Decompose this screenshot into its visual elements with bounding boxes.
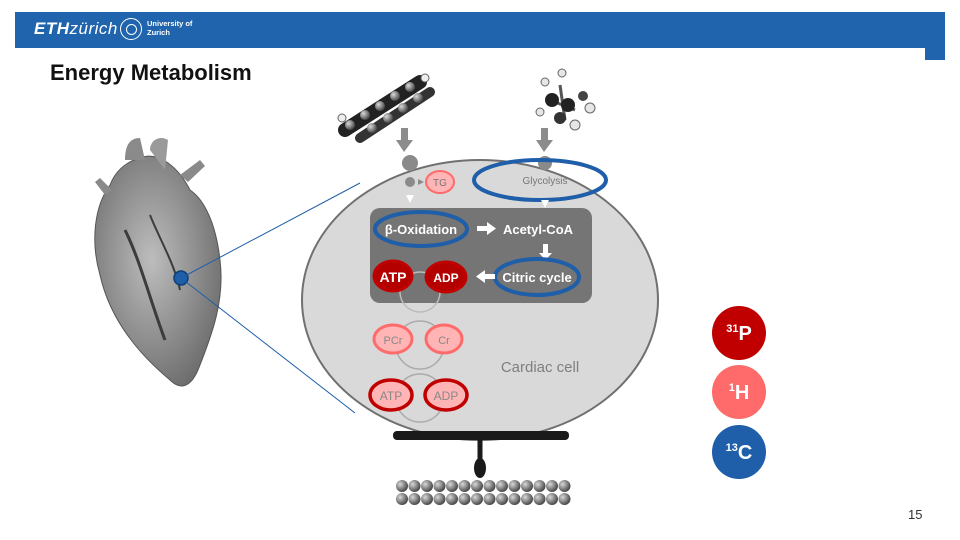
- uptake-arrows: [396, 128, 553, 152]
- myofilament-bead: [508, 493, 521, 505]
- fatty-acid-transporter: [402, 155, 418, 171]
- glycolysis-label: Glycolysis: [522, 176, 567, 187]
- header-notch: [28, 48, 925, 60]
- eth-logo-zurich: zürich: [69, 19, 118, 38]
- cyto-adp-label: ADP: [434, 389, 459, 403]
- arrow-right-icon: [477, 222, 496, 235]
- eth-logo: ETHzürich: [34, 19, 118, 39]
- glycolysis-ring: [472, 158, 608, 202]
- myofilament-bead: [396, 493, 408, 505]
- arrow-down-icon: [406, 195, 414, 203]
- nucleus-circle: [712, 365, 766, 419]
- cardiac-cell-label: Cardiac cell: [501, 359, 579, 376]
- tg-label: TG: [433, 178, 447, 189]
- myofilament-bead: [446, 480, 458, 492]
- myofilament-bead: [446, 493, 458, 505]
- myofilament-bead: [483, 493, 496, 505]
- myofilament-bead: [546, 493, 558, 505]
- fatty-acid-molecule-icon: [337, 73, 435, 143]
- nucleus-symbol: H: [735, 382, 749, 404]
- nucleus-label: 1H: [729, 382, 750, 404]
- uzh-logo-line2: Zurich: [147, 28, 170, 37]
- zoom-line-top: [180, 182, 361, 279]
- nucleus-mass: 13: [726, 442, 738, 454]
- uzh-logo-text: University of Zurich: [147, 19, 192, 37]
- mito-atp-label: ATP: [380, 269, 407, 285]
- cr-node: [424, 323, 464, 355]
- nucleus-c-badge: 13C: [712, 425, 766, 479]
- nucleus-circle: [712, 306, 766, 360]
- nucleus-symbol: C: [738, 442, 752, 464]
- header-bar: [15, 12, 945, 48]
- arrow-down-icon-2: [541, 200, 549, 208]
- nucleus-mass: 1: [729, 382, 735, 394]
- pcr-node: [372, 323, 414, 355]
- beta-oxidation-ring: [373, 210, 469, 248]
- slide-title: Energy Metabolism: [50, 60, 252, 85]
- myofilament-bead: [396, 480, 408, 492]
- nuclei-legend: 31P 1H 13C: [712, 306, 766, 479]
- cyto-adp-node: [423, 378, 469, 412]
- z-disc-bar: [393, 431, 569, 440]
- citric-cycle-label: Citric cycle: [502, 270, 571, 285]
- mito-atp-node: [372, 259, 414, 293]
- myofilament-bead: [408, 480, 421, 492]
- myofilament-bead: [433, 480, 446, 492]
- myofilament-bead: [496, 480, 508, 492]
- mito-adp-node: [424, 260, 468, 294]
- glucose-molecule-icon: [535, 68, 596, 131]
- uzh-logo-line1: University of: [147, 19, 193, 28]
- mito-adp-label: ADP: [433, 271, 458, 285]
- myofilament-bead: [558, 480, 571, 492]
- page-number: 15: [908, 507, 923, 522]
- zoom-line-bottom: [180, 277, 356, 414]
- eth-logo-eth: ETH: [34, 19, 70, 38]
- pcr-label: PCr: [384, 335, 403, 347]
- myofilament-bead: [458, 480, 471, 492]
- myofilament-bead: [421, 493, 433, 505]
- cr-label: Cr: [438, 335, 450, 347]
- myofilament-bead: [471, 480, 483, 492]
- acetyl-coa-label: Acetyl-CoA: [503, 222, 574, 237]
- nucleus-label: 31P: [726, 323, 752, 345]
- myofilament-bead: [433, 493, 446, 505]
- tg-node: [425, 170, 455, 194]
- header-accent: [925, 48, 945, 60]
- myofilament-bead: [533, 480, 546, 492]
- myofilament-bead: [458, 493, 471, 505]
- myofilament-bead: [408, 493, 421, 505]
- tg-arrow-icon: [418, 179, 424, 185]
- myofilament-bead: [521, 493, 533, 505]
- myofilament-bead: [546, 480, 558, 492]
- myofilament-beads: [396, 480, 571, 505]
- nucleus-h-badge: 1H: [712, 365, 766, 419]
- arrow-left-icon: [476, 270, 495, 283]
- myofilament-bead: [421, 480, 433, 492]
- myosin-head: [474, 458, 486, 478]
- myofilament-bead: [471, 493, 483, 505]
- nucleus-symbol: P: [738, 323, 751, 345]
- uzh-seal-icon: [120, 18, 142, 40]
- beta-oxidation-label: β-Oxidation: [385, 222, 457, 237]
- heart-illustration: [94, 138, 222, 387]
- nucleus-label: 13C: [726, 442, 753, 464]
- nucleus-p-badge: 31P: [712, 306, 766, 360]
- myofilament-bead: [533, 493, 546, 505]
- cyto-atp-node: [368, 378, 414, 412]
- myofilament-bead: [483, 480, 496, 492]
- cyto-atp-label: ATP: [380, 389, 402, 403]
- myofilament-bead: [558, 493, 571, 505]
- myofilament-bead: [521, 480, 533, 492]
- nucleus-mass: 31: [726, 323, 738, 335]
- nucleus-circle: [712, 425, 766, 479]
- myofilament-bead: [508, 480, 521, 492]
- fatty-acid-dot: [405, 177, 415, 187]
- myofilament-bead: [496, 493, 508, 505]
- arrow-down-citric-icon: [539, 244, 552, 260]
